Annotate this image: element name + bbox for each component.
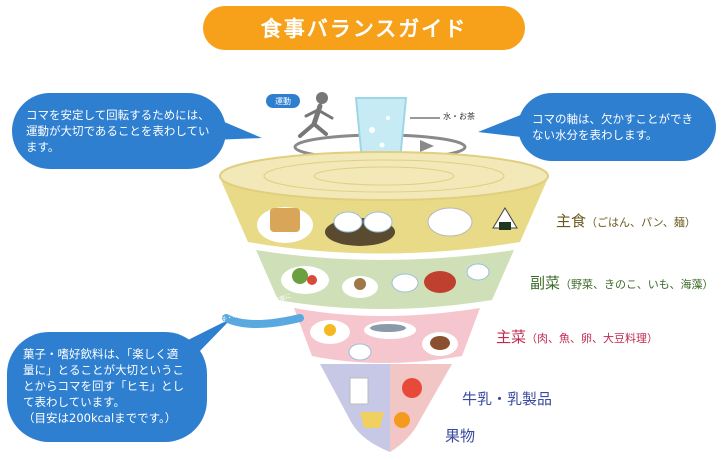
water-note-text: コマの軸は、欠かすことができない水分を表わします。 <box>532 112 693 142</box>
spin-arrowhead <box>420 140 434 152</box>
tier-label-shusai: 主菜（肉、魚、卵、大豆料理） <box>496 326 658 347</box>
snack-note-line: て表わしています。 <box>23 395 126 409</box>
apple-icon <box>402 378 422 398</box>
milk-glass-icon <box>349 377 369 405</box>
noodle-bowl-icon <box>427 207 473 237</box>
snack-note-bubble: 菓子・嗜好飲料は、「楽しく適 量に」とることが大切というこ とからコマを回す「ヒ… <box>7 332 207 442</box>
page-title: 食事バランスガイド <box>203 6 525 50</box>
tier-examples: （肉、魚、卵、大豆料理） <box>526 332 659 345</box>
small-bowl-icon <box>391 273 419 293</box>
tomato-icon <box>307 275 317 285</box>
snack-string <box>222 314 304 328</box>
nori-icon <box>499 222 511 230</box>
exercise-tag: 運動 <box>266 94 300 108</box>
top-disc <box>219 151 549 201</box>
soup-bowl-icon <box>424 271 456 293</box>
snack-note-line: 量に」とることが大切というこ <box>23 363 184 377</box>
tier-examples: （ごはん、パン、麺） <box>586 216 696 229</box>
fish-icon <box>370 324 406 332</box>
meat-icon <box>430 336 450 350</box>
exercise-note-text: コマを安定して回転するためには、運動が大切であることを表わしています。 <box>26 108 210 154</box>
tier-label-fukusai: 副菜（野菜、きのこ、いも、海藻） <box>530 272 713 293</box>
mushroom-icon <box>354 278 366 290</box>
snack-note-line: （目安は200kcalまでです。） <box>23 411 177 425</box>
water-bubble-tail <box>478 112 530 138</box>
tier-fruit <box>390 364 452 452</box>
orange-icon <box>394 412 410 428</box>
salad-icon <box>292 268 308 284</box>
tier-name: 主菜 <box>496 328 527 346</box>
top-disc-ring <box>313 166 455 186</box>
bread-icon <box>270 208 300 232</box>
water-glass-icon <box>354 97 408 161</box>
tier-name: 牛乳・乳製品 <box>462 390 553 408</box>
tier-label-fruit: 果物 <box>445 425 475 446</box>
rice-bowl-icon <box>363 211 393 233</box>
water-note-bubble: コマの軸は、欠かすことができない水分を表わします。 <box>518 93 716 161</box>
tier-fukusai <box>256 250 514 309</box>
snack-note-line: 菓子・嗜好飲料は、「楽しく適 <box>23 347 179 361</box>
snack-note-line: とからコマを回す「ヒモ」とし <box>23 379 184 393</box>
egg-yolk-icon <box>324 324 336 336</box>
tier-name: 果物 <box>445 427 476 445</box>
snack-bubble-tail <box>178 318 232 355</box>
tier-label-shushoku: 主食（ごはん、パン、麺） <box>556 210 696 231</box>
runner-icon <box>298 92 334 138</box>
top-disc-ring <box>263 159 505 193</box>
tier-name: 副菜 <box>530 274 561 292</box>
tier-examples: （野菜、きのこ、いも、海藻） <box>560 278 714 291</box>
tier-milk <box>320 364 390 452</box>
tofu-bowl-icon <box>348 343 372 361</box>
small-bowl-icon <box>466 263 490 281</box>
tier-name: 主食 <box>556 212 587 230</box>
rice-bowl-icon <box>333 211 363 233</box>
exercise-bubble-tail <box>212 118 262 140</box>
cheese-icon <box>360 412 384 428</box>
exercise-note-bubble: コマを安定して回転するためには、運動が大切であることを表わしています。 <box>12 93 226 169</box>
water-tag: 水・お茶 <box>443 112 475 121</box>
tier-label-milk: 牛乳・乳製品 <box>462 388 552 409</box>
